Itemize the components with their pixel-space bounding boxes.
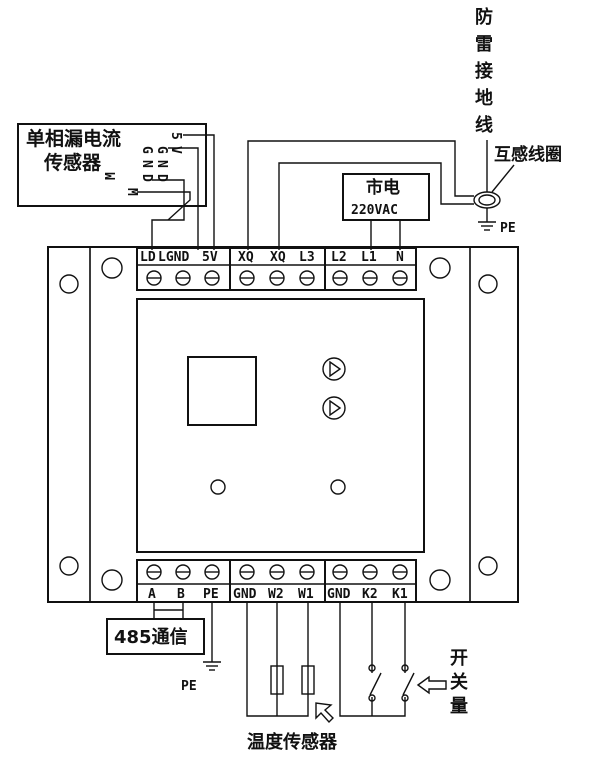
svg-text:D: D xyxy=(139,174,154,182)
terminal-a: A xyxy=(148,587,156,602)
terminal-xq-2: XQ xyxy=(270,250,286,265)
display-window xyxy=(187,356,257,426)
mount-hole-bl xyxy=(59,556,79,576)
svg-text:G: G xyxy=(139,146,154,154)
terminal-w2: W2 xyxy=(268,587,284,602)
mount-hole-tr xyxy=(478,274,498,294)
play-button-2[interactable] xyxy=(322,396,346,420)
terminal-l3: L3 xyxy=(299,250,315,265)
mutual-coil-label: 互感线圈 xyxy=(494,144,562,165)
play-button-1[interactable] xyxy=(322,357,346,381)
front-panel xyxy=(136,298,425,553)
svg-text:5: 5 xyxy=(168,132,183,140)
svg-text:量: 量 xyxy=(450,695,468,717)
terminal-ld: LD xyxy=(140,250,156,265)
terminal-pe: PE xyxy=(203,587,219,602)
svg-text:防: 防 xyxy=(475,6,493,28)
mains-label: 市电 xyxy=(366,177,400,198)
svg-text:N: N xyxy=(154,160,169,168)
bottom-terminal-strip: A B PE GND W2 W1 GND K2 K1 xyxy=(136,559,417,603)
ground-symbol-top xyxy=(478,221,496,231)
sensor-pin-max: M xyxy=(124,188,139,196)
top-terminal-strip: LD LGND 5V XQ XQ L3 L2 L1 N xyxy=(136,247,417,291)
terminal-gnd-1: GND xyxy=(233,587,257,602)
lightning-ground-label: 防 雷 接 地 线 xyxy=(475,6,493,136)
arrow-icon xyxy=(315,702,334,724)
svg-text:线: 线 xyxy=(475,114,493,136)
svg-text:M: M xyxy=(104,172,119,180)
indicator-led-1 xyxy=(210,479,226,495)
svg-text:D: D xyxy=(154,174,169,182)
top-screws xyxy=(146,270,408,286)
mains-voltage: 220VAC xyxy=(351,203,398,218)
top-wires xyxy=(137,134,474,250)
temp-sensor-label: 温度传感器 xyxy=(247,731,338,753)
mount-hole-br xyxy=(478,556,498,576)
indicator-led-2 xyxy=(330,479,346,495)
svg-text:关: 关 xyxy=(450,671,468,693)
sensor-title-line1: 单相漏电流 xyxy=(26,127,121,150)
mount-hole-tl xyxy=(59,274,79,294)
sensor-pin-gnd-upper: G N D xyxy=(154,146,169,182)
terminal-l1: L1 xyxy=(361,250,377,265)
svg-text:地: 地 xyxy=(475,87,493,109)
terminal-k1: K1 xyxy=(392,587,408,602)
coil-icon xyxy=(473,140,515,222)
sensor-pin-5v: 5 V xyxy=(168,132,183,154)
svg-text:雷: 雷 xyxy=(475,34,493,55)
leakage-sensor-box: 单相漏电流 传感器 5 V G N D G N D M M xyxy=(17,123,207,207)
temp-sensor-resistor-2 xyxy=(301,665,315,695)
terminal-w1: W1 xyxy=(298,587,314,602)
terminal-gnd-2: GND xyxy=(327,587,351,602)
terminal-b: B xyxy=(177,587,185,602)
svg-text:G: G xyxy=(154,146,169,154)
terminal-xq-1: XQ xyxy=(238,250,254,265)
svg-text:开: 开 xyxy=(450,648,468,669)
switch-1 xyxy=(366,664,382,702)
arrow-left-icon xyxy=(416,675,447,695)
comm-485-box: 485通信 xyxy=(106,618,205,655)
temp-sensor-resistor-1 xyxy=(270,665,284,695)
terminal-5v: 5V xyxy=(202,250,218,265)
switch-qty-label: 开 关 量 xyxy=(450,648,468,717)
svg-text:N: N xyxy=(139,160,154,168)
sensor-pin-gnd-lower: G N D xyxy=(139,146,154,182)
switch-2 xyxy=(399,664,415,702)
pe-top-label: PE xyxy=(500,221,516,236)
svg-text:M: M xyxy=(124,188,139,196)
terminal-l2: L2 xyxy=(331,250,347,265)
sensor-pin-column: M xyxy=(104,172,119,180)
ground-symbol-bottom xyxy=(203,661,221,671)
comm-485-label: 485通信 xyxy=(114,626,188,648)
terminal-lgnd: LGND xyxy=(158,250,189,265)
pe-bottom-label: PE xyxy=(181,679,197,694)
controller-board xyxy=(47,246,519,603)
bottom-screws xyxy=(146,564,408,580)
svg-text:接: 接 xyxy=(475,60,493,82)
terminal-n: N xyxy=(396,250,404,265)
svg-text:V: V xyxy=(168,146,183,154)
mains-box: 市电 220VAC xyxy=(342,173,430,221)
sensor-title-line2: 传感器 xyxy=(43,151,102,174)
terminal-k2: K2 xyxy=(362,587,378,602)
